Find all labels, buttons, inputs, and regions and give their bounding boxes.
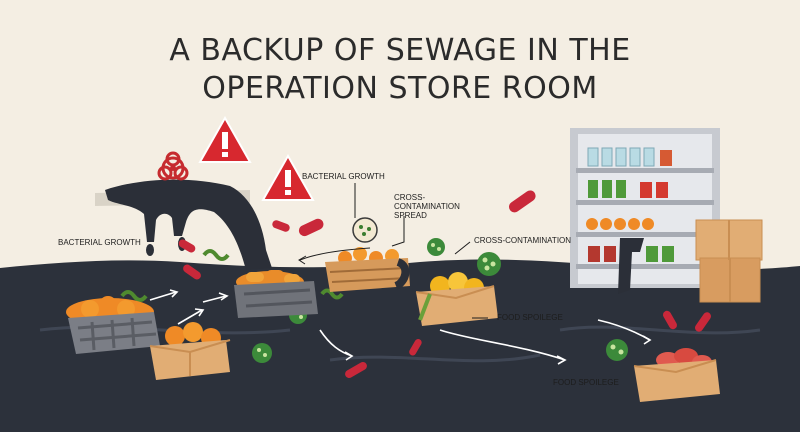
bacteria-icon [252,343,272,363]
bacteria-icon [352,217,378,243]
bacteria-icon [694,312,712,332]
warning-icon [198,115,252,163]
crate-icon [66,296,160,354]
sewage-highlight [39,325,761,363]
bacteria-icon [120,290,148,302]
crate-icon [234,270,318,318]
page-title-line-2: OPERATION STORE ROOM [202,71,598,106]
label-food-spoilage-bottom: FOOD SPOILEGE [553,378,619,387]
flow-arrows [149,289,652,365]
warning-icon [261,153,315,201]
crate-icon [325,247,410,292]
biohazard-icon [157,151,189,181]
bacteria-icon [509,190,536,213]
bacteria-icon [183,264,201,280]
shelf-icon [570,128,720,294]
label-bacterial-growth-left: BACTERIAL GROWTH [58,238,141,247]
label-cross-contamination-spread: CROSS-CONTAMINATION SPREAD [394,193,460,220]
label-bacterial-growth-top: BACTERIAL GROWTH [302,172,385,181]
box-icon [695,219,763,303]
bacteria-icon [606,339,628,361]
page-title-line-1: A BACKUP OF SEWAGE IN THE [169,33,631,68]
box-icon [149,322,231,380]
label-food-spoilage-center: FOOD SPOILEGE [497,313,563,322]
bacteria-icon [663,310,677,330]
bacteria-icon [427,238,445,256]
sewage-pour [105,179,272,270]
box-icon [415,272,498,326]
bacteria-icon [272,220,290,232]
bacteria-icon [202,249,230,261]
bacteria-icon [298,218,324,237]
bacteria-icon [345,362,367,378]
label-cross-contamination: CROSS-CONTAMINATION [474,236,572,245]
pointer-lines [298,183,488,319]
bacteria-icon [320,288,344,300]
bacteria-icon [409,338,422,356]
bacteria-icon [477,252,501,276]
bacteria-icon [178,239,196,253]
sewage-drip [146,244,154,256]
box-icon [633,348,720,402]
sewage-flood [0,259,800,432]
sewage-drip [618,238,644,294]
